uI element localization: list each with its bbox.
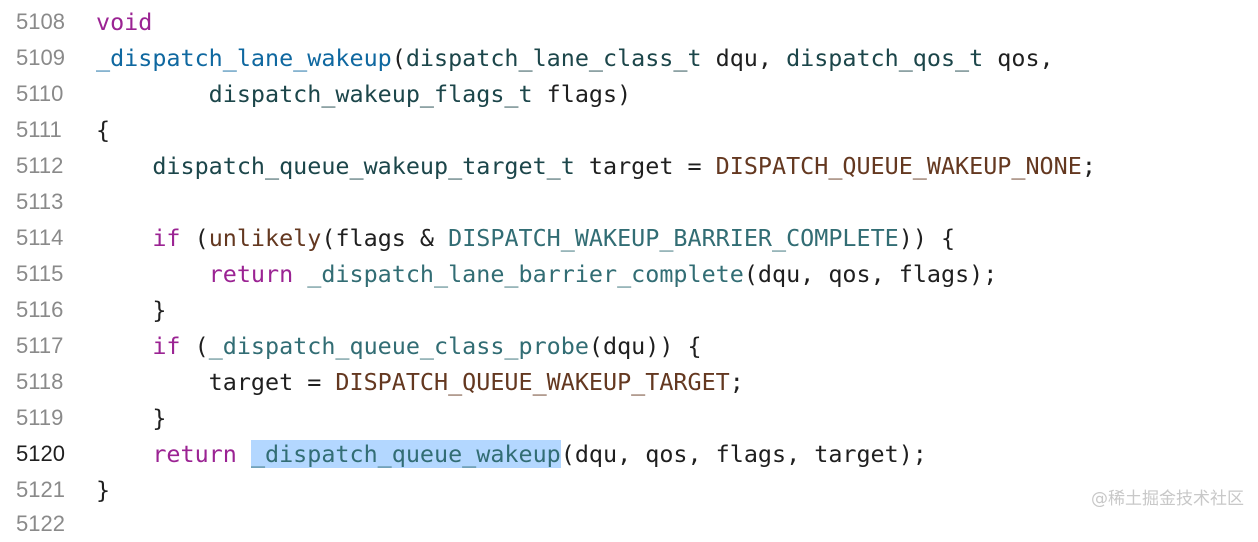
code-line[interactable]: 5113 xyxy=(0,184,1258,220)
plain-text: target = xyxy=(208,368,336,396)
line-number: 5112 xyxy=(16,153,64,178)
function-declaration: _dispatch_lane_wakeup xyxy=(96,44,392,72)
type-name: dispatch_lane_class_t xyxy=(405,44,702,72)
line-number: 5119 xyxy=(16,405,64,430)
line-number: 5116 xyxy=(16,297,64,322)
code-line-current[interactable]: 5120 return _dispatch_queue_wakeup(dqu, … xyxy=(0,436,1258,472)
indent xyxy=(96,224,152,252)
brace: } xyxy=(96,296,167,324)
enum-constant: DISPATCH_WAKEUP_BARRIER_COMPLETE xyxy=(448,224,899,252)
code-line[interactable]: 5117 if (_dispatch_queue_class_probe(dqu… xyxy=(0,328,1258,364)
line-number: 5110 xyxy=(16,81,64,106)
macro-name: DISPATCH_QUEUE_WAKEUP_TARGET xyxy=(335,368,730,396)
code-line[interactable]: 5110 dispatch_wakeup_flags_t flags) xyxy=(0,76,1258,112)
line-number: 5120 xyxy=(16,441,65,466)
brace: } xyxy=(96,404,167,432)
type-name: dispatch_wakeup_flags_t xyxy=(208,80,533,108)
line-number: 5114 xyxy=(16,225,64,250)
keyword: if xyxy=(152,332,181,360)
function-call: _dispatch_lane_barrier_complete xyxy=(307,260,744,288)
code-line[interactable]: 5109 _dispatch_lane_wakeup(dispatch_lane… xyxy=(0,40,1258,76)
code-text[interactable]: if (unlikely(flags & DISPATCH_WAKEUP_BAR… xyxy=(96,220,955,256)
plain-text: ( xyxy=(180,332,209,360)
code-line[interactable]: 5116 } xyxy=(0,292,1258,328)
function-call: _dispatch_queue_class_probe xyxy=(208,332,589,360)
plain-text xyxy=(237,440,251,468)
indent xyxy=(96,368,209,396)
keyword: return xyxy=(208,260,294,288)
indent xyxy=(96,152,152,180)
line-number: 5108 xyxy=(16,9,65,34)
plain-text: ( xyxy=(391,44,406,72)
plain-text: ( xyxy=(180,224,209,252)
code-text[interactable]: return _dispatch_lane_barrier_complete(d… xyxy=(96,256,998,292)
indent xyxy=(96,440,152,468)
plain-text: (dqu, qos, flags); xyxy=(743,260,998,288)
plain-text: (dqu)) { xyxy=(588,332,702,360)
line-number: 5122 xyxy=(16,511,65,536)
code-text[interactable]: void xyxy=(96,4,152,40)
line-number: 5118 xyxy=(16,369,64,394)
line-number: 5117 xyxy=(16,333,64,358)
line-number: 5115 xyxy=(16,261,64,286)
code-text[interactable]: } xyxy=(96,292,166,328)
line-number: 5109 xyxy=(16,45,65,70)
brace: } xyxy=(96,476,111,504)
plain-text: (flags & xyxy=(321,224,449,252)
plain-text: flags) xyxy=(532,80,632,108)
plain-text: (dqu, qos, flags, target); xyxy=(560,440,927,468)
code-line[interactable]: 5115 return _dispatch_lane_barrier_compl… xyxy=(0,256,1258,292)
plain-text: target = xyxy=(574,152,716,180)
code-line[interactable]: 5114 if (unlikely(flags & DISPATCH_WAKEU… xyxy=(0,220,1258,256)
plain-text xyxy=(293,260,307,288)
indent xyxy=(96,260,209,288)
brace: { xyxy=(96,116,111,144)
code-text[interactable]: dispatch_wakeup_flags_t flags) xyxy=(96,76,631,112)
code-text[interactable]: _dispatch_lane_wakeup(dispatch_lane_clas… xyxy=(96,40,1054,76)
keyword: void xyxy=(96,8,153,36)
code-line[interactable]: 5108 void xyxy=(0,4,1258,40)
code-line[interactable]: 5122 xyxy=(0,506,1258,542)
code-text[interactable]: target = DISPATCH_QUEUE_WAKEUP_TARGET; xyxy=(96,364,744,400)
code-text[interactable]: if (_dispatch_queue_class_probe(dqu)) { xyxy=(96,328,702,364)
code-line[interactable]: 5118 target = DISPATCH_QUEUE_WAKEUP_TARG… xyxy=(0,364,1258,400)
plain-text: dqu, xyxy=(701,44,787,72)
indent xyxy=(96,332,152,360)
indent xyxy=(96,80,209,108)
code-text[interactable]: { xyxy=(96,112,110,148)
macro-name: DISPATCH_QUEUE_WAKEUP_NONE xyxy=(715,152,1082,180)
line-number: 5111 xyxy=(16,117,62,142)
code-line[interactable]: 5119 } xyxy=(0,400,1258,436)
keyword: if xyxy=(152,224,181,252)
type-name: dispatch_queue_wakeup_target_t xyxy=(152,152,575,180)
code-line[interactable]: 5111 { xyxy=(0,112,1258,148)
line-number: 5121 xyxy=(16,477,65,502)
code-text[interactable]: } xyxy=(96,400,166,436)
macro-call: unlikely xyxy=(208,224,322,252)
plain-text: ; xyxy=(729,368,744,396)
code-text[interactable]: dispatch_queue_wakeup_target_t target = … xyxy=(96,148,1096,184)
watermark: @稀土掘金技术社区 xyxy=(1091,489,1244,509)
code-text[interactable]: return _dispatch_queue_wakeup(dqu, qos, … xyxy=(96,436,927,472)
plain-text: )) { xyxy=(898,224,956,252)
plain-text: ; xyxy=(1081,152,1096,180)
code-text[interactable]: } xyxy=(96,472,110,508)
selected-function-call[interactable]: _dispatch_queue_wakeup xyxy=(250,440,561,468)
code-line[interactable]: 5121 } xyxy=(0,472,1258,508)
plain-text: qos, xyxy=(983,44,1054,72)
keyword: return xyxy=(152,440,237,468)
code-line[interactable]: 5112 dispatch_queue_wakeup_target_t targ… xyxy=(0,148,1258,184)
line-number: 5113 xyxy=(16,189,64,214)
type-name: dispatch_qos_t xyxy=(786,44,984,72)
